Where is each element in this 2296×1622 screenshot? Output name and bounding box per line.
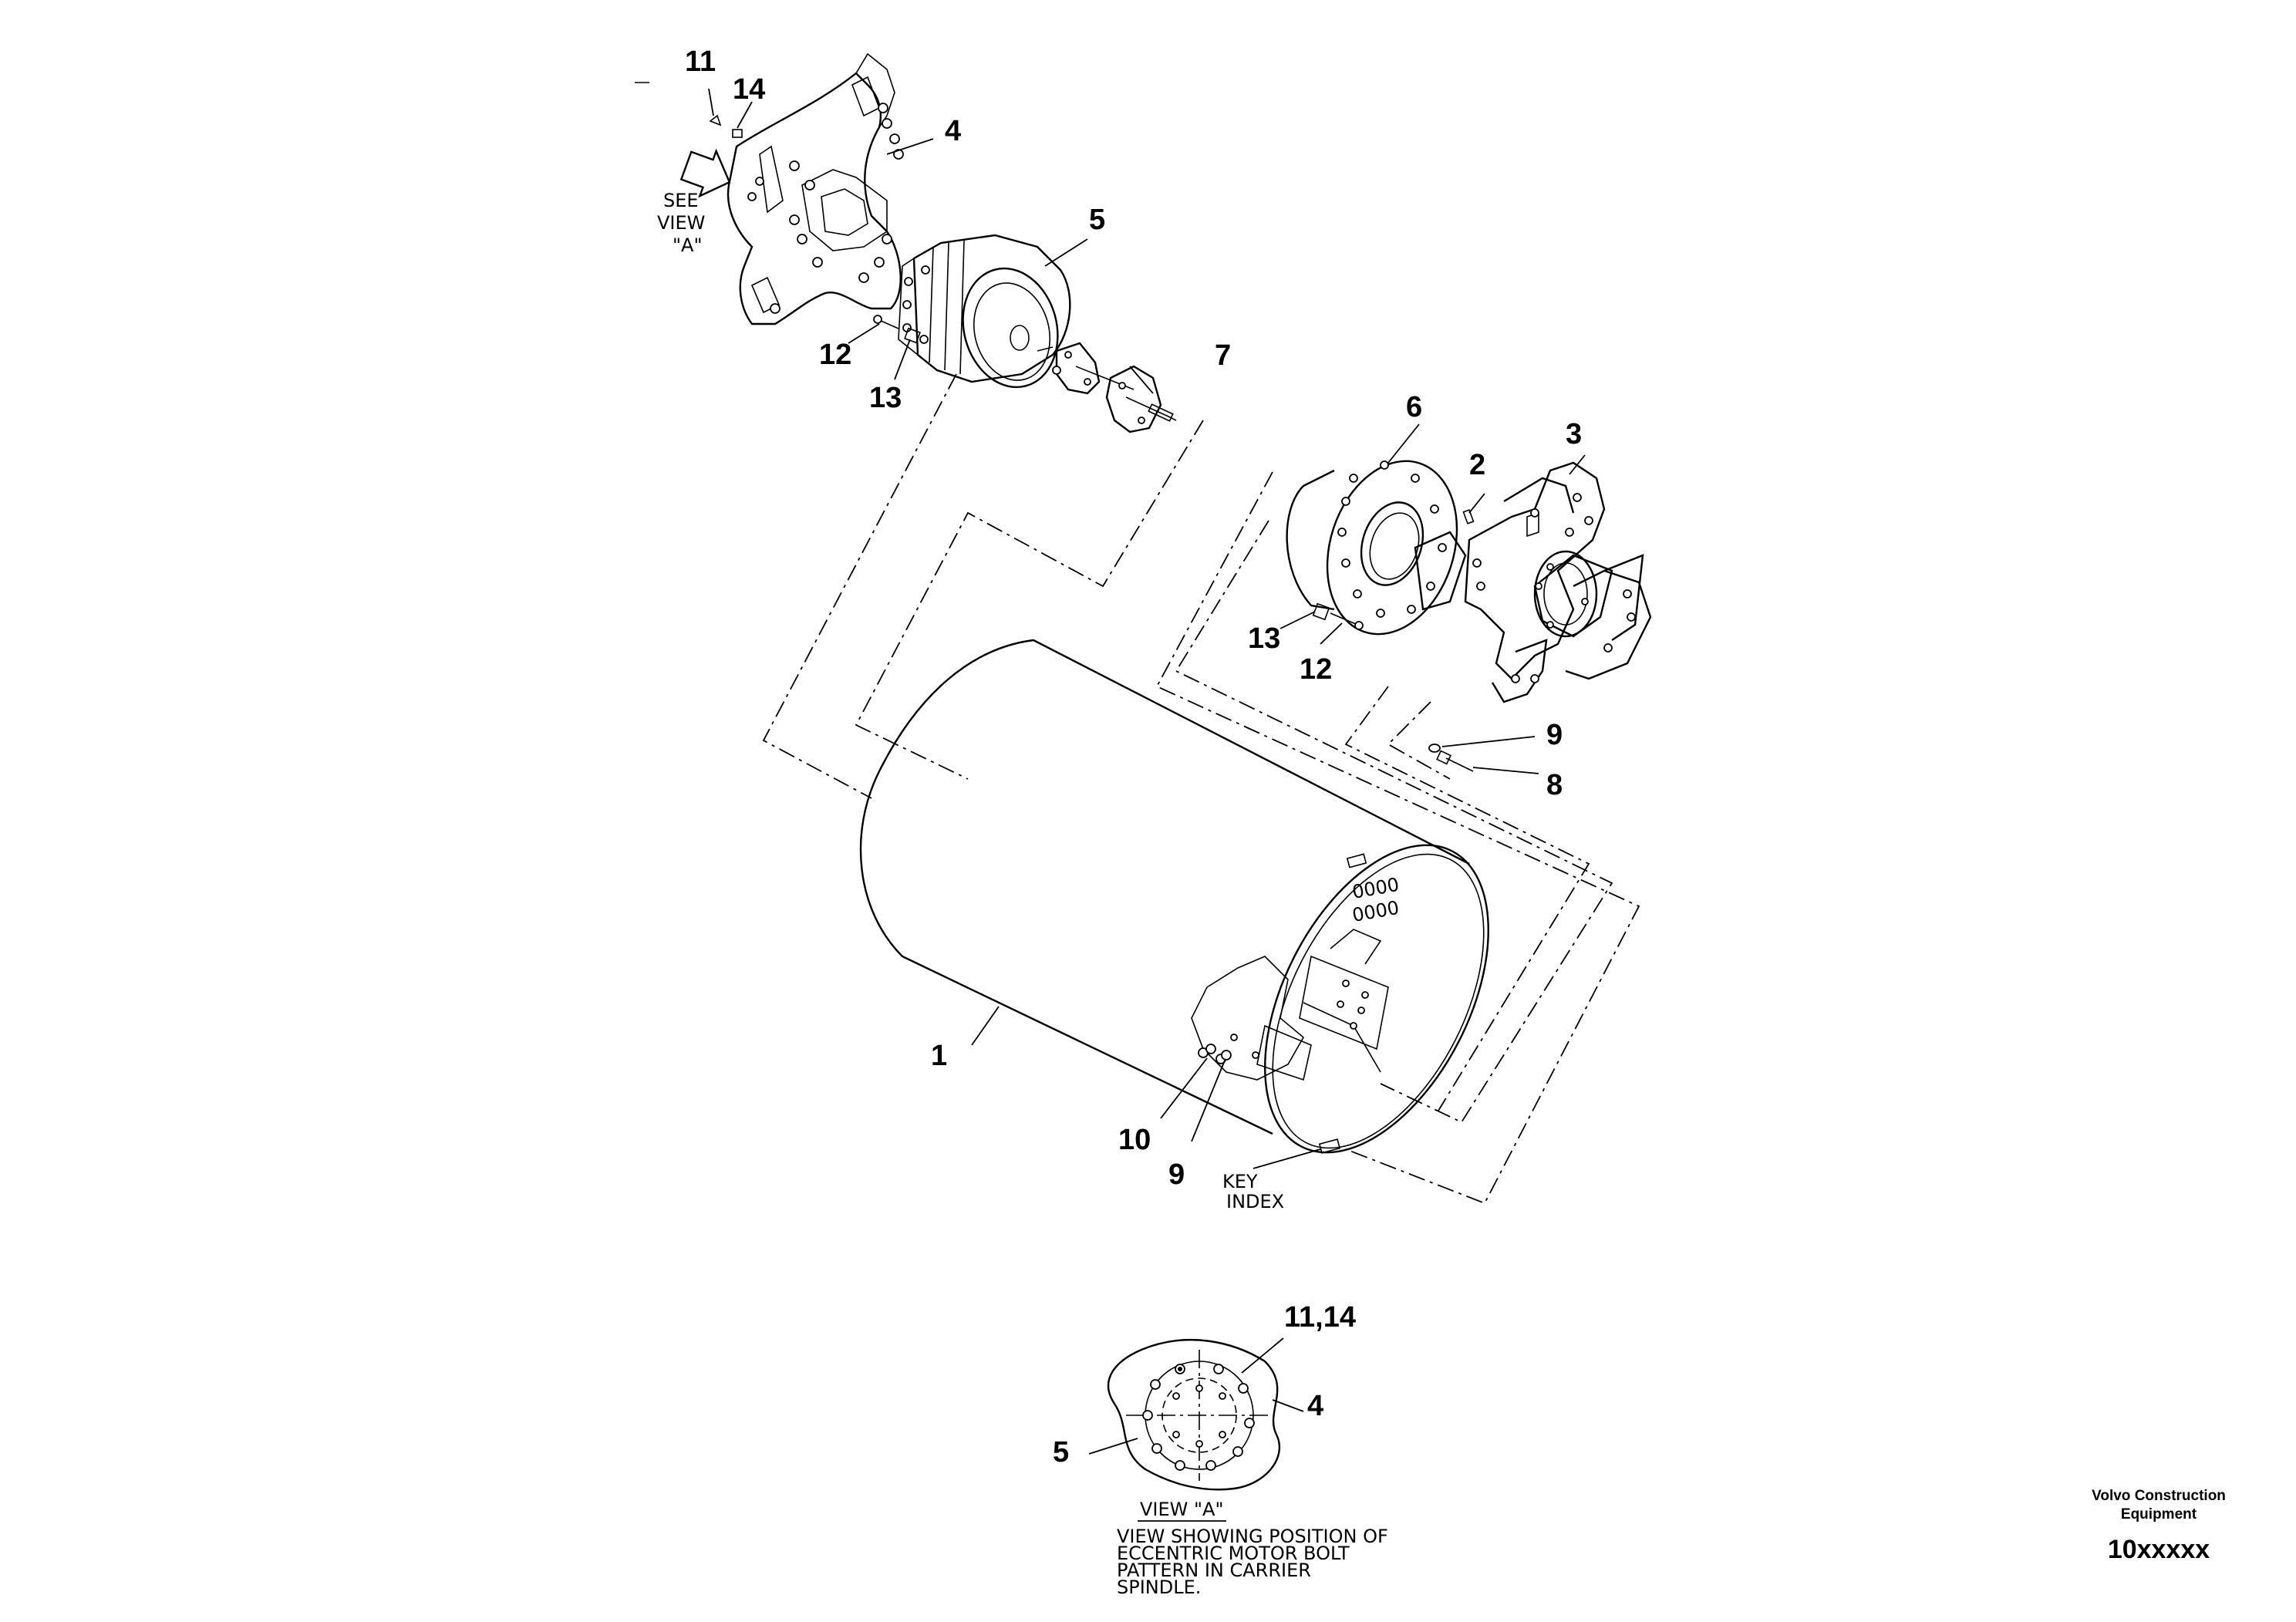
callout-11: 11 bbox=[685, 46, 716, 78]
leader-lines bbox=[679, 88, 1586, 1455]
hardware-bolts bbox=[709, 114, 1475, 1061]
view-a-caption-line-4: SPINDLE. bbox=[1117, 1576, 1201, 1598]
company-name-line-1: Volvo Construction bbox=[2092, 1488, 2226, 1504]
company-name-line-2: Equipment bbox=[2120, 1506, 2197, 1523]
view-a-caption-line-2: ECCENTRIC MOTOR BOLT bbox=[1117, 1543, 1350, 1564]
bearing-housing bbox=[1286, 460, 1458, 636]
callout-7: 7 bbox=[1215, 339, 1231, 372]
assembly-dashed-lines bbox=[762, 373, 1640, 1205]
drum-shell: 0000 0000 bbox=[859, 639, 1489, 1154]
callout-view-a-5: 5 bbox=[1053, 1436, 1069, 1469]
callout-4: 4 bbox=[945, 115, 961, 147]
callout-12-lower: 12 bbox=[1300, 653, 1332, 686]
footer-block: Volvo Construction Equipment 10xxxxx bbox=[2074, 1487, 2244, 1565]
callout-6: 6 bbox=[1406, 391, 1422, 423]
callout-9-drum: 9 bbox=[1168, 1158, 1185, 1191]
callout-10: 10 bbox=[1118, 1124, 1151, 1156]
callout-3: 3 bbox=[1566, 418, 1582, 450]
key-index-line-1: KEY bbox=[1222, 1171, 1258, 1192]
annotation-notes: SEE VIEW "A" KEY INDEX VIEW "A" VIEW SHO… bbox=[657, 190, 1388, 1598]
drawing-code: 10xxxxx bbox=[2107, 1535, 2210, 1564]
see-view-line-3: "A" bbox=[673, 234, 703, 256]
eccentric-motor bbox=[898, 234, 1071, 389]
callout-numbers: 1 2 3 4 5 6 7 8 9 9 10 11 12 12 13 13 14… bbox=[685, 46, 1582, 1469]
callout-8: 8 bbox=[1546, 769, 1563, 801]
view-a-title: VIEW "A" bbox=[1140, 1499, 1224, 1520]
key-index-line-2: INDEX bbox=[1226, 1191, 1284, 1212]
callout-view-a-11-14: 11,14 bbox=[1284, 1301, 1356, 1334]
see-view-line-1: SEE bbox=[663, 190, 699, 211]
callout-5: 5 bbox=[1089, 204, 1105, 236]
view-a-caption-line-3: PATTERN IN CARRIER bbox=[1117, 1560, 1311, 1581]
view-a-caption-line-1: VIEW SHOWING POSITION OF bbox=[1117, 1526, 1388, 1547]
support-bracket bbox=[1414, 461, 1652, 703]
callout-1: 1 bbox=[931, 1040, 947, 1072]
callout-13-lower: 13 bbox=[1248, 622, 1280, 655]
carrier-plate bbox=[727, 52, 904, 325]
callout-9-bracket: 9 bbox=[1546, 719, 1563, 751]
callout-14: 14 bbox=[733, 73, 765, 106]
callout-view-a-4: 4 bbox=[1307, 1390, 1323, 1422]
callout-12-upper: 12 bbox=[819, 339, 851, 371]
view-a-detail bbox=[1107, 1338, 1281, 1491]
callout-2: 2 bbox=[1469, 449, 1485, 481]
coupling-flanges bbox=[1052, 342, 1177, 433]
see-view-line-2: VIEW bbox=[657, 212, 705, 234]
callout-13-upper: 13 bbox=[869, 382, 902, 414]
